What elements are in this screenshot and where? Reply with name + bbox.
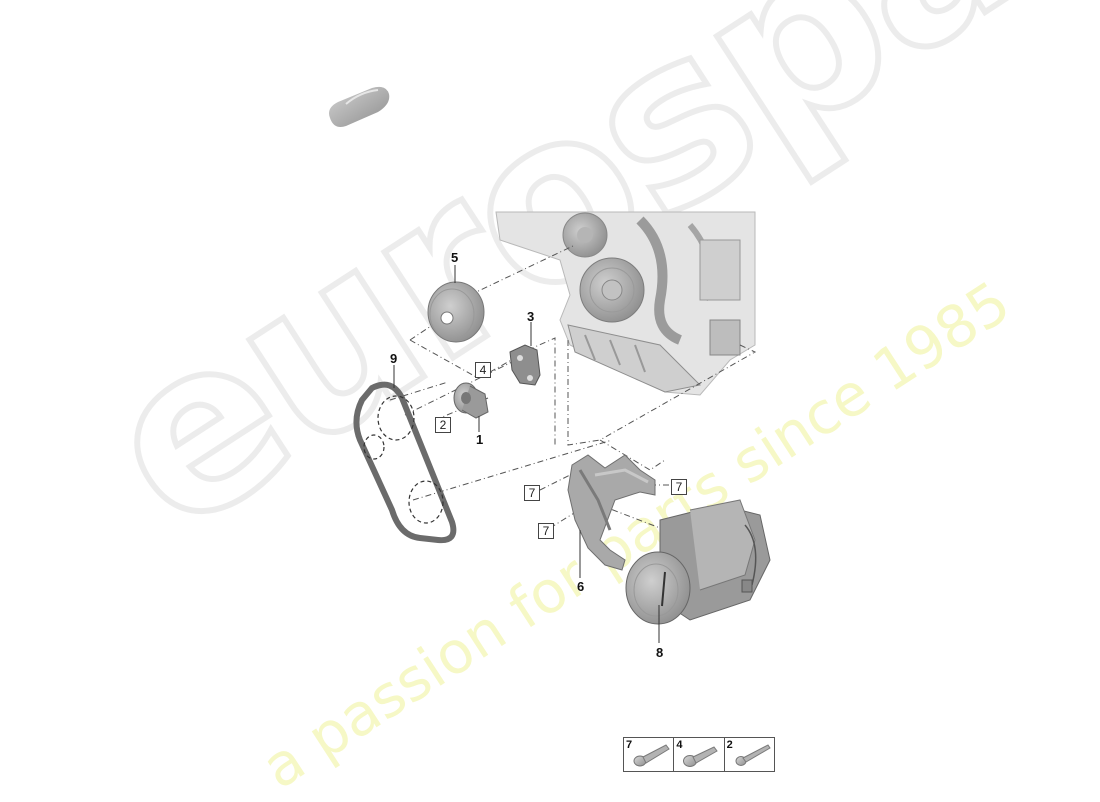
legend-num: 4	[676, 739, 683, 751]
legend-item-4[interactable]: 4	[674, 738, 725, 771]
callout-6[interactable]: 6	[577, 579, 585, 594]
callout-9[interactable]: 9	[390, 351, 398, 366]
callout-8[interactable]: 8	[656, 645, 664, 660]
callout-3[interactable]: 3	[527, 309, 535, 324]
legend-item-7[interactable]: 7	[624, 738, 675, 771]
engine-block	[495, 211, 756, 396]
pulley	[427, 281, 485, 343]
bolt-icon	[735, 744, 771, 766]
callout-2-boxed[interactable]: 2	[435, 417, 451, 433]
legend-num: 7	[626, 739, 633, 751]
fastener-legend: 7 4 2	[623, 737, 775, 772]
drive-belt	[353, 381, 457, 544]
bolt-icon	[683, 746, 719, 767]
callout-7-boxed[interactable]: 7	[538, 523, 554, 539]
callout-7-boxed[interactable]: 7	[524, 485, 540, 501]
callout-1[interactable]: 1	[476, 432, 484, 447]
callout-4-boxed[interactable]: 4	[475, 362, 491, 378]
compressor-bracket	[567, 454, 656, 571]
tensioner-bracket	[509, 344, 541, 386]
car-silhouette-icon	[329, 86, 390, 127]
tensioner-pulley	[453, 382, 489, 419]
bolt-icon	[633, 744, 670, 767]
legend-num: 2	[726, 739, 733, 751]
assembly-leader-lines	[389, 244, 757, 529]
callout-leaders	[393, 265, 660, 643]
callout-7-boxed[interactable]: 7	[671, 479, 687, 495]
ac-compressor	[625, 499, 771, 625]
callout-5[interactable]: 5	[451, 250, 459, 265]
legend-item-2[interactable]: 2	[725, 738, 774, 771]
